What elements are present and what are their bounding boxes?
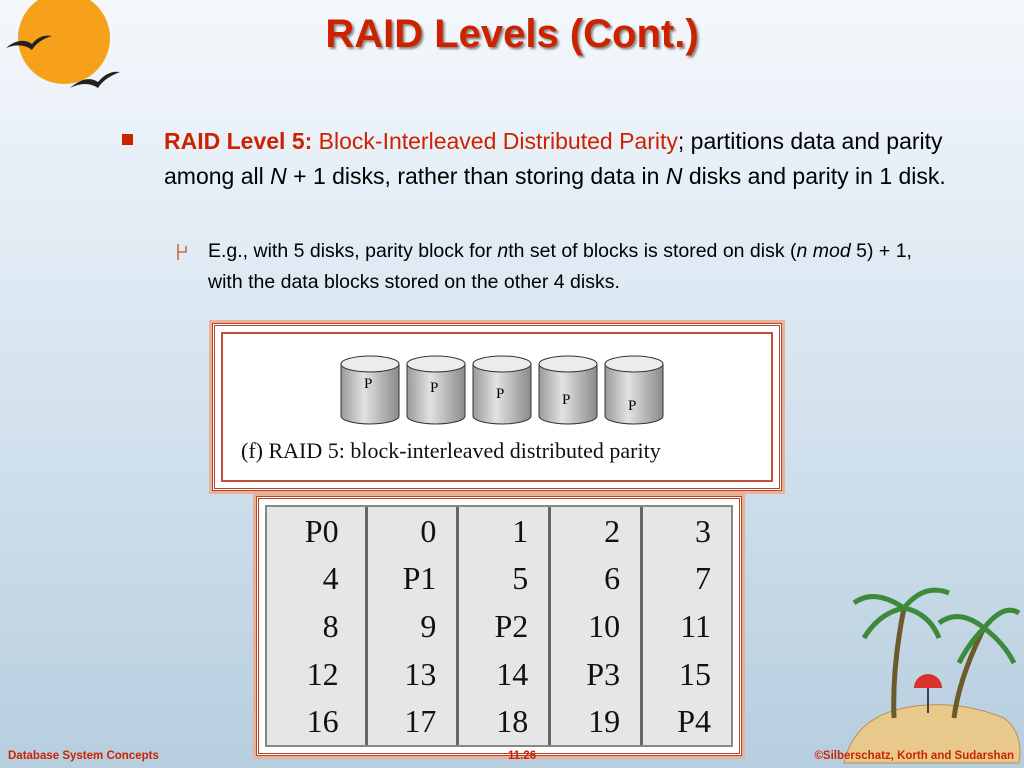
figure-caption: (f) RAID 5: block-interleaved distribute… xyxy=(241,438,661,463)
bird-icon xyxy=(6,35,52,50)
table-cell: 11 xyxy=(640,602,731,650)
table-cell: 16 xyxy=(306,703,339,740)
raid-level-label: RAID Level 5 xyxy=(164,128,305,154)
svg-text:P: P xyxy=(496,386,504,402)
table-cell: 5 xyxy=(456,554,550,603)
palm-island-icon xyxy=(843,587,1021,764)
table-cell: P4 xyxy=(640,697,731,745)
table-cell: 1 xyxy=(456,507,550,555)
raid-highlight: Block-Interleaved Distributed Parity xyxy=(318,128,678,154)
table-cell: 8 xyxy=(322,607,339,644)
table-cell: 10 xyxy=(548,602,642,650)
square-bullet-icon xyxy=(122,134,133,145)
disk-icon: P xyxy=(340,355,400,425)
footer-right: ©Silberschatz, Korth and Sudarshan xyxy=(814,750,1014,762)
table-cell: 0 xyxy=(364,507,458,555)
svg-text:P: P xyxy=(364,376,372,392)
sun-birds-logo xyxy=(6,0,120,88)
bird-icon xyxy=(70,71,120,88)
svg-text:P: P xyxy=(562,392,570,408)
table-cell: 7 xyxy=(640,554,731,603)
table-cell: P1 xyxy=(364,554,458,603)
main-bullet: RAID Level 5: Block-Interleaved Distribu… xyxy=(122,124,952,194)
table-cell: 15 xyxy=(640,649,731,698)
table-cell: 17 xyxy=(364,697,458,745)
svg-text:P: P xyxy=(628,398,636,414)
disk-icon: P xyxy=(604,355,664,425)
table-cell: 6 xyxy=(548,554,642,603)
sub-bullet: E.g., with 5 disks, parity block for nth… xyxy=(176,236,916,298)
table-cell: 2 xyxy=(548,507,642,555)
table-cell: 4 xyxy=(322,560,339,597)
raid5-figure: P P P P P (f) RAID 5: bl xyxy=(212,323,782,491)
table-cell: P3 xyxy=(548,649,642,698)
table-cell: 3 xyxy=(640,507,731,555)
table-cell: 18 xyxy=(456,697,550,745)
table-cell: 12 xyxy=(306,655,339,692)
disk-array: P P P P P xyxy=(340,355,664,425)
table-cell: 9 xyxy=(364,602,458,650)
footer-left: Database System Concepts xyxy=(8,750,159,762)
table-cell: 13 xyxy=(364,649,458,698)
disk-icon: P xyxy=(406,355,466,425)
disk-icon: P xyxy=(538,355,598,425)
svg-text:P: P xyxy=(430,380,438,396)
table-cell: P2 xyxy=(456,602,550,650)
footer-page-number: 11.26 xyxy=(508,750,537,762)
sun-icon xyxy=(18,0,110,84)
table-cell: 19 xyxy=(548,697,642,745)
table-cell: P0 xyxy=(304,512,339,549)
table-cell: 14 xyxy=(456,649,550,698)
sub-bullet-icon xyxy=(177,244,187,260)
slide-title: RAID Levels (Cont.) xyxy=(325,12,699,56)
disk-icon: P xyxy=(472,355,532,425)
